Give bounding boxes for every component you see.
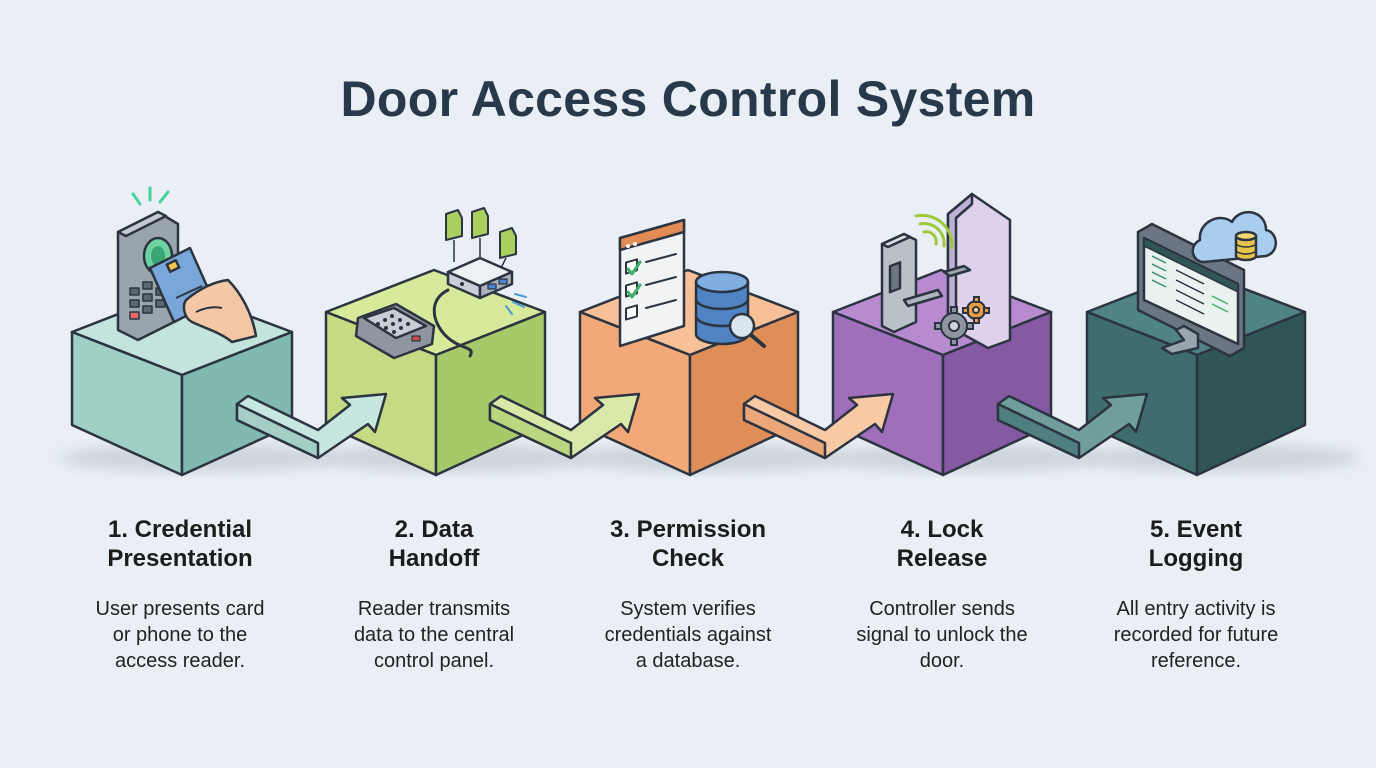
- page-title: Door Access Control System: [340, 71, 1036, 127]
- data-packet-icon: [445, 207, 517, 271]
- checklist-window-icon: [618, 218, 686, 348]
- step-3-description: System verifies credentials against a da…: [604, 598, 772, 672]
- step-5-title: 5. Event Logging: [1148, 516, 1244, 572]
- control-panel-icon: [446, 256, 514, 300]
- magnifier-icon: [728, 312, 766, 348]
- monitor-log-icon: [1136, 222, 1246, 358]
- step-4-description: Controller sends signal to unlock the do…: [856, 598, 1028, 672]
- step-5-description: All entry activity is recorded for futur…: [1113, 598, 1279, 672]
- gears-icon: [934, 296, 990, 346]
- signal-icon: [914, 213, 954, 250]
- card-reader-icon: [354, 302, 436, 360]
- arrow-3-to-4: [742, 392, 895, 460]
- step-2-title: 2. Data Handoff: [388, 516, 480, 572]
- step-1-title: 1. Credential Presentation: [107, 516, 253, 572]
- block-lock-release: [831, 268, 1053, 477]
- hand-icon: [182, 278, 258, 344]
- step-2-description: Reader transmits data to the central con…: [353, 598, 515, 672]
- transmit-lines-icon: [505, 293, 527, 315]
- step-4-title: 4. Lock Release: [896, 516, 988, 572]
- step-1-description: User presents card or phone to the acces…: [95, 598, 265, 672]
- wireless-signal-icon: [131, 186, 170, 206]
- arrow-2-to-3: [488, 392, 641, 460]
- arrow-1-to-2: [235, 392, 388, 460]
- block-permission-check: [578, 268, 800, 477]
- arrow-4-to-5: [996, 392, 1149, 460]
- cable-icon: [432, 288, 473, 358]
- cloud-database-icon: [1191, 210, 1277, 264]
- step-3-title: 3. Permission Check: [609, 516, 767, 572]
- door-lock-icon: [880, 232, 944, 334]
